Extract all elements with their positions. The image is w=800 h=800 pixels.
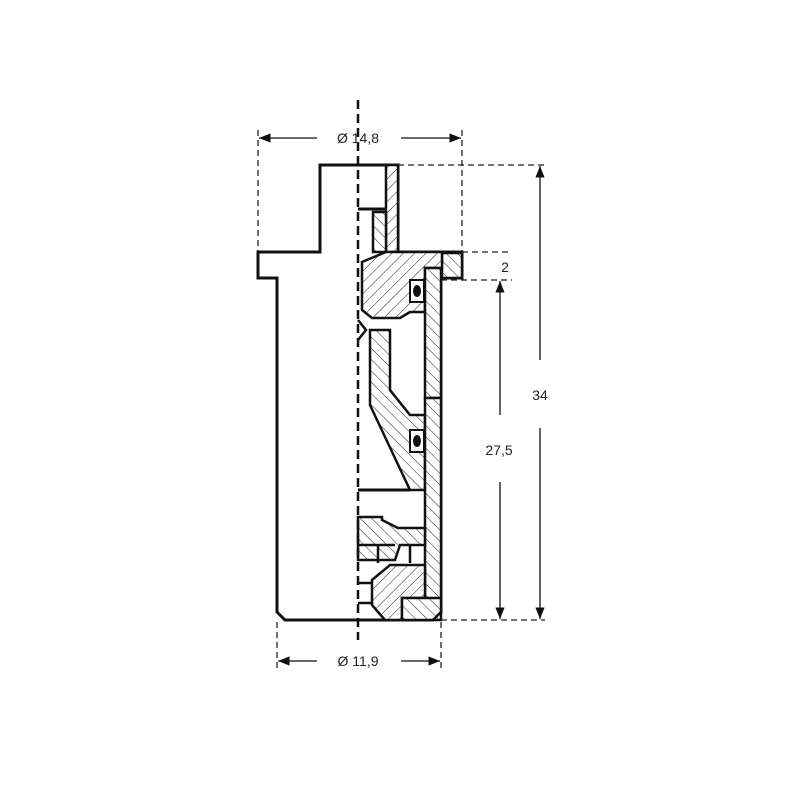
- label-outer-diameter: Ø 14,8: [337, 130, 379, 146]
- label-total-height: 34: [532, 387, 548, 403]
- dimension-body-diameter: Ø 11,9: [278, 653, 440, 669]
- label-body-height: 27,5: [485, 442, 512, 458]
- dimension-flange-thickness: 2: [501, 259, 509, 275]
- label-body-diameter: Ø 11,9: [338, 653, 379, 669]
- dimension-total-height: 34: [532, 166, 548, 619]
- section-hatching: [356, 163, 464, 622]
- label-flange-thickness: 2: [501, 259, 509, 275]
- extension-lines: [257, 130, 545, 668]
- dimension-body-height: 27,5: [485, 281, 513, 619]
- dimension-outer-diameter: Ø 14,8: [259, 130, 461, 146]
